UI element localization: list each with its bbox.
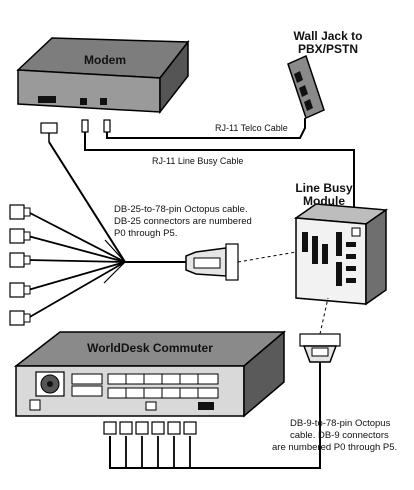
upper-connector-to-module-link	[237, 251, 297, 263]
db9-connector-p1	[119, 421, 133, 435]
db9-octopus-label-line3: are numbered P0 through P5.	[272, 442, 397, 453]
wall-jack: Wall Jack to PBX/PSTN	[287, 29, 363, 120]
line-busy-cable	[84, 132, 355, 230]
lower-connector-to-module-link	[319, 297, 329, 335]
wall-jack-label-line2: PBX/PSTN	[298, 42, 358, 56]
db9-connector-p5	[183, 421, 197, 435]
db25-connector-p1	[9, 228, 31, 244]
modem-rj11-line-busy-plug	[81, 119, 89, 133]
octopus-78pin-connector-lower	[299, 333, 341, 363]
db25-octopus-label-line1: DB-25-to-78-pin Octopus cable.	[114, 204, 248, 215]
modem-db25-connector	[40, 122, 58, 142]
db25-connector-p2	[9, 252, 31, 268]
db25-connector-p3	[9, 282, 31, 298]
db25-octopus-label-line2: DB-25 connectors are numbered	[114, 216, 252, 227]
db9-connector-p3	[151, 421, 165, 435]
db9-connector-p0	[103, 421, 117, 435]
db25-octopus-label-line3: P0 through P5.	[114, 228, 177, 239]
db25-connector-p0	[9, 204, 31, 220]
db9-octopus-label-line1: DB-9-to-78-pin Octopus	[290, 418, 391, 429]
wall-jack-label-line1: Wall Jack to	[294, 29, 363, 43]
db9-octopus-label-line2: cable. DB-9 connectors	[290, 430, 389, 441]
telco-cable	[106, 118, 306, 139]
modem-device: Modem	[16, 37, 190, 115]
line-busy-module: Line Busy Module	[293, 181, 389, 306]
db9-connector-p2	[135, 421, 149, 435]
modem-title: Modem	[84, 53, 126, 67]
line-busy-cable-label: RJ-11 Line Busy Cable	[152, 156, 243, 166]
db25-octopus-cable	[27, 141, 196, 319]
db9-connector-p4	[167, 421, 181, 435]
line-busy-module-label-line2: Module	[303, 194, 345, 208]
telco-cable-label: RJ-11 Telco Cable	[215, 123, 288, 133]
db25-connector-p4	[9, 310, 31, 326]
db9-octopus-cable	[109, 360, 321, 469]
worlddesk-commuter: WorldDesk Commuter	[13, 330, 287, 418]
modem-rj11-telco-plug	[103, 119, 111, 133]
octopus-78pin-connector-upper	[185, 243, 239, 281]
commuter-title: WorldDesk Commuter	[87, 341, 213, 355]
line-busy-module-label-line1: Line Busy	[295, 181, 353, 195]
